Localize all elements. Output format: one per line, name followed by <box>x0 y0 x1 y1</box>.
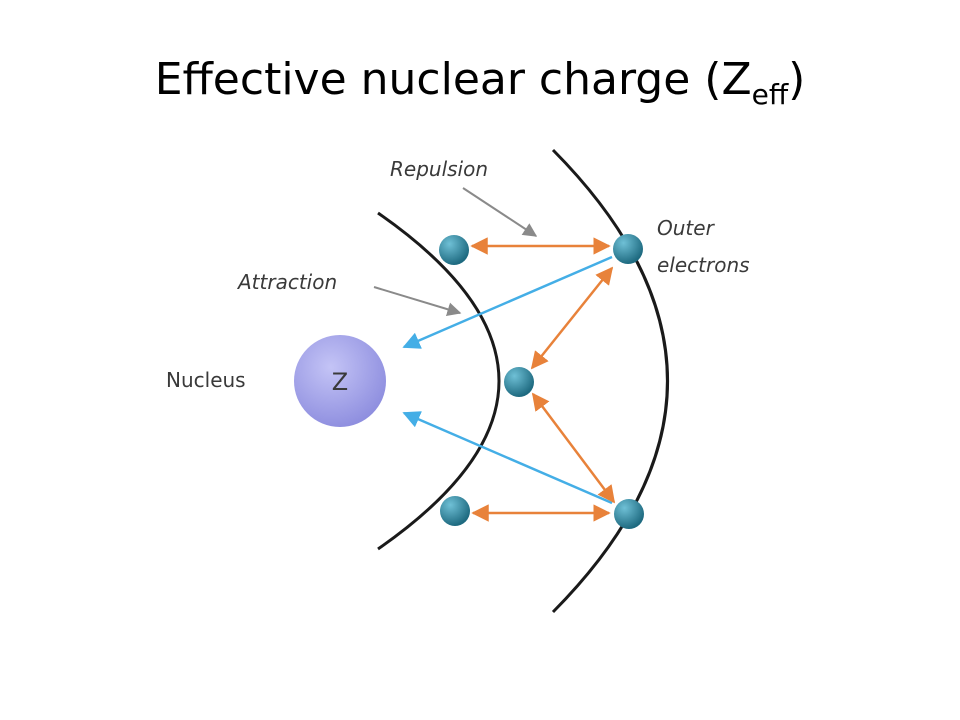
nucleus-symbol: Z <box>332 368 348 396</box>
inner-shell <box>377 211 501 551</box>
repulsion-arrow-lower-diagonal <box>531 392 616 504</box>
outer-electrons-label-line2: electrons <box>657 253 750 277</box>
title-subscript: eff <box>751 78 789 111</box>
repulsion-pointer-arrow <box>462 187 538 237</box>
outer-electrons-label-line1: Outer <box>657 216 716 240</box>
electron-outer-bottom <box>614 499 644 529</box>
electron-inner-bottom <box>440 496 470 526</box>
nucleus-label: Nucleus <box>166 368 246 392</box>
electron-outer-top <box>613 234 643 264</box>
electron-inner-middle <box>504 367 534 397</box>
attraction-label: Attraction <box>236 270 337 294</box>
title-main: Effective nuclear charge (Z <box>154 54 752 105</box>
title-close: ) <box>788 54 806 105</box>
slide-title: Effective nuclear charge (Zeff) <box>0 58 960 109</box>
electron-inner-top <box>439 235 469 265</box>
repulsion-arrow-upper-diagonal <box>530 266 614 370</box>
attraction-pointer-arrow <box>373 286 462 317</box>
outer-shell <box>551 148 669 614</box>
nucleus <box>294 335 386 427</box>
repulsion-label: Repulsion <box>390 157 488 181</box>
attraction-arrow-upper <box>402 255 613 349</box>
